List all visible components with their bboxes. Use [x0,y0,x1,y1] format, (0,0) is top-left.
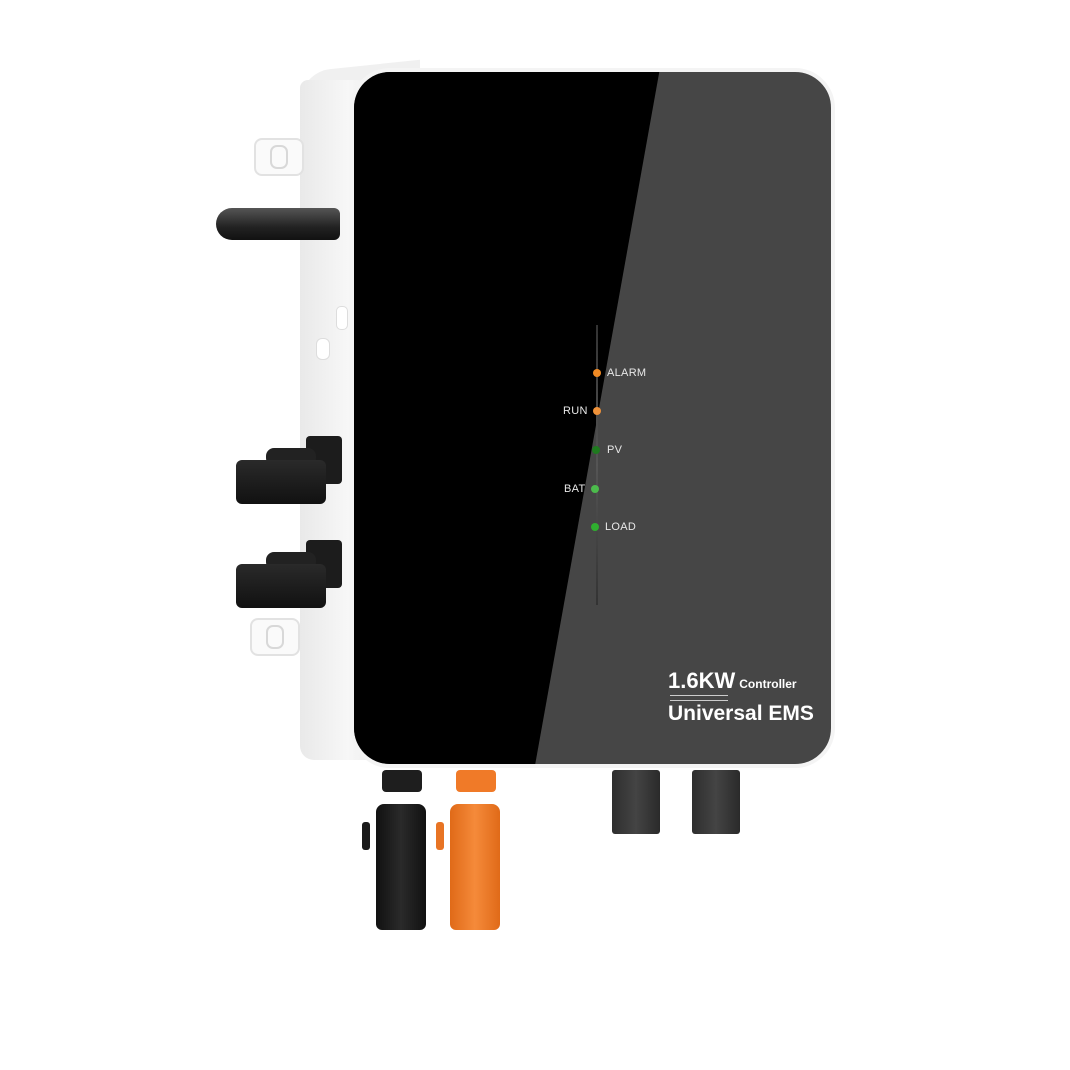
panel-glass-reflection [354,72,660,764]
bottom-mc4-connector-2 [692,770,740,834]
battery-connector-orange [450,804,500,930]
power-rating: 1.6KW [668,668,736,693]
led-pv [592,446,600,454]
led-label-pv: PV [607,444,623,456]
led-label-alarm: ALARM [607,367,647,379]
connector-latch [436,822,444,850]
battery-connector-black [376,804,426,930]
indicator-divider-line [596,325,598,605]
front-panel [350,68,835,768]
mounting-bracket-bottom [250,618,300,656]
keyhole-icon [270,145,288,169]
connector-latch [362,822,370,850]
product-type: Controller [739,677,797,691]
led-label-load: LOAD [605,521,637,533]
battery-connector-ring-orange [456,770,496,792]
led-alarm [593,369,601,377]
led-run [593,407,601,415]
antenna [216,208,340,240]
led-label-bat: BAT [564,483,586,495]
side-port [336,306,348,330]
led-label-run: RUN [563,405,588,417]
brand-underline [670,695,728,701]
bottom-mc4-connector-1 [612,770,660,834]
keyhole-icon [266,625,284,649]
side-port [316,338,330,360]
side-mc4-connector-1 [236,436,342,508]
side-mc4-connector-2 [236,540,342,612]
mounting-bracket-top [254,138,304,176]
product-name: Universal EMS [668,702,814,725]
led-bat [591,485,599,493]
battery-connector-ring-black [382,770,422,792]
led-load [591,523,599,531]
